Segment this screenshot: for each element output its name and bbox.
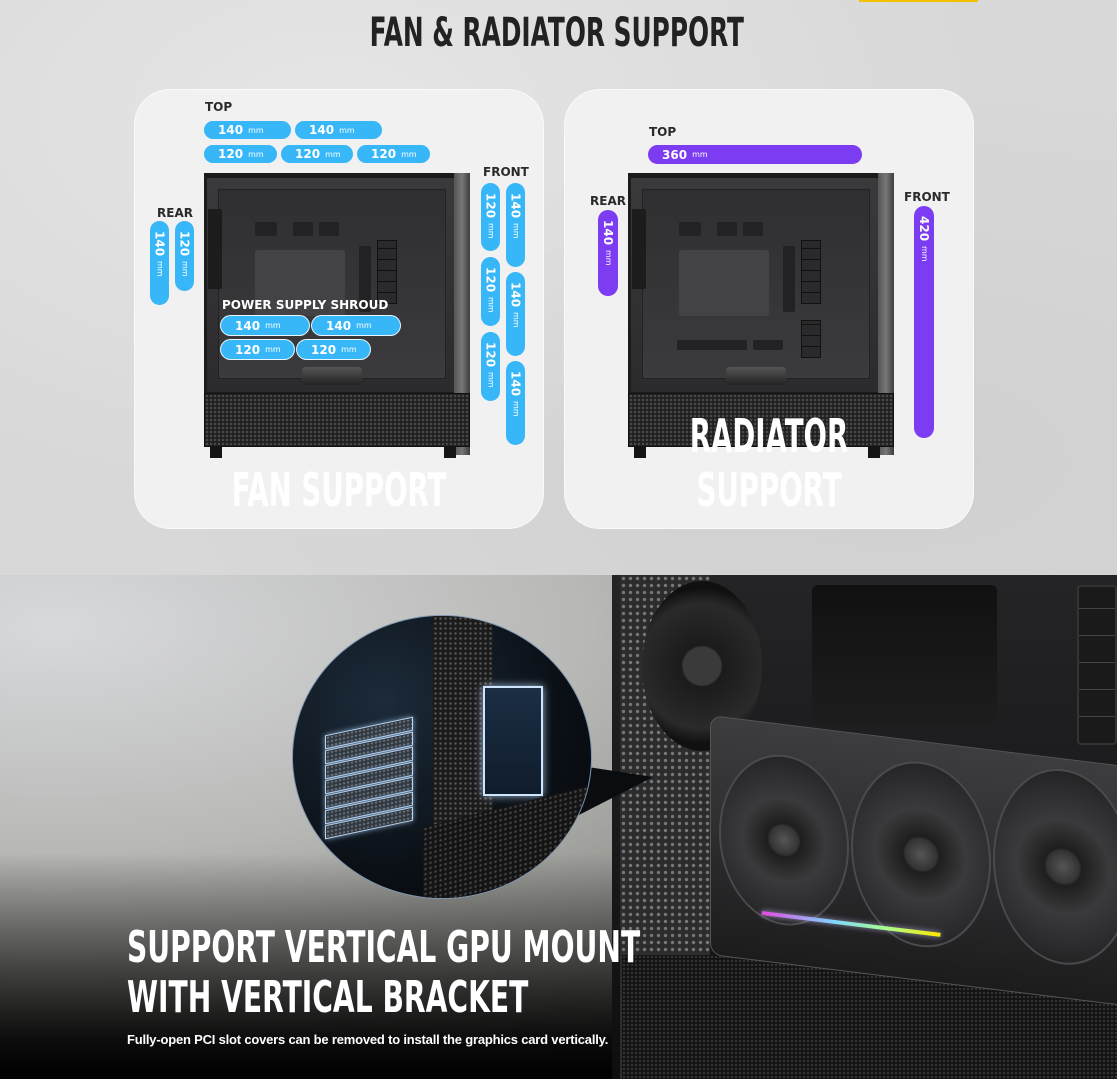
fan-front-pill: 140mm [506,183,525,267]
radiator-rear-pill: 140mm [598,210,618,296]
psu-shroud-label: POWER SUPPLY SHROUD [222,298,389,312]
fan-support-caption: FAN SUPPORT [231,463,447,517]
fan-front-pill: 140mm [506,272,525,356]
radiator-rear-label: REAR [590,194,626,208]
pci-slot-zoom-callout [292,615,592,899]
radiator-top-label: TOP [649,125,677,139]
radiator-support-caption: RADIATOR SUPPORT [689,409,849,517]
fan-front-label: FRONT [483,165,529,179]
pc-case-image [628,173,896,463]
fan-rear-label: REAR [157,206,193,220]
gpu-case-image [612,575,1117,1079]
fan-front-pill: 120mm [481,257,500,326]
fan-top-label: TOP [205,100,233,114]
gpu-description: Fully-open PCI slot covers can be remove… [127,1032,609,1047]
pc-case-image [204,173,472,463]
fan-front-pill: 120mm [481,332,500,401]
fan-front-pill: 140mm [506,361,525,445]
gpu-headline: SUPPORT VERTICAL GPU MOUNT WITH VERTICAL… [127,923,640,1023]
section-title: FAN & RADIATOR SUPPORT [369,10,744,56]
headline-line-2: WITH VERTICAL BRACKET [127,972,529,1023]
accent-tab [859,0,978,2]
fan-rear-pill: 140mm [150,221,169,305]
radiator-front-label: FRONT [904,190,950,204]
radiator-front-pill: 420mm [914,206,934,438]
vertical-gpu-section: SUPPORT VERTICAL GPU MOUNT WITH VERTICAL… [0,575,1117,1079]
fan-front-pill: 120mm [481,183,500,251]
fan-rear-pill: 120mm [175,221,194,291]
headline-line-1: SUPPORT VERTICAL GPU MOUNT [127,922,641,973]
pci-slot-covers [325,716,413,846]
